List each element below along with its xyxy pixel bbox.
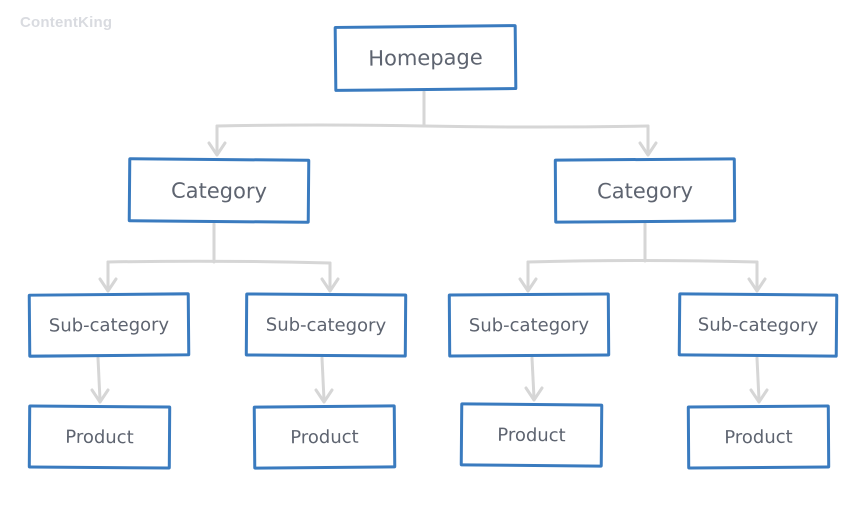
node-homepage-label: Homepage (368, 45, 483, 71)
connector-cat1-bar (106, 259, 332, 265)
node-product-1: Product (27, 404, 172, 470)
node-homepage: Homepage (333, 24, 518, 92)
node-subcategory-1: Sub-category (27, 292, 191, 358)
arrowhead-sub-4 (747, 277, 767, 293)
brand-watermark: ContentKing (20, 14, 113, 31)
node-subcategory-3-label: Sub-category (468, 314, 590, 336)
arrowhead-sub-2 (320, 277, 340, 293)
connector-cat2-bar (526, 259, 759, 264)
arrowhead-product-3 (524, 386, 544, 402)
connector-to-product-1 (96, 356, 102, 402)
node-subcategory-3: Sub-category (447, 292, 611, 358)
connector-to-product-4 (755, 356, 761, 402)
node-subcategory-1-label: Sub-category (48, 313, 170, 337)
arrowhead-category-1 (207, 141, 227, 157)
node-subcategory-2: Sub-category (244, 292, 408, 358)
arrowhead-sub-3 (518, 277, 538, 293)
arrowhead-category-2 (638, 141, 658, 157)
node-product-2: Product (252, 404, 397, 470)
node-product-4: Product (686, 404, 831, 470)
node-subcategory-2-label: Sub-category (265, 314, 387, 336)
arrowhead-product-1 (90, 388, 110, 404)
connector-home-bar (215, 123, 650, 129)
node-product-4-label: Product (724, 426, 793, 448)
node-category-1: Category (127, 157, 311, 224)
node-subcategory-4-label: Sub-category (697, 313, 819, 337)
node-category-1-label: Category (170, 178, 268, 203)
node-product-3-label: Product (497, 424, 566, 446)
connector-to-product-3 (530, 356, 536, 400)
node-product-1-label: Product (65, 426, 134, 448)
arrowhead-sub-1 (98, 277, 118, 293)
node-product-3: Product (459, 402, 604, 468)
node-category-2-label: Category (596, 178, 694, 203)
node-category-2: Category (553, 157, 737, 224)
node-subcategory-4: Sub-category (677, 292, 839, 358)
arrowhead-product-4 (749, 388, 769, 404)
connector-to-product-2 (320, 356, 326, 402)
arrowhead-product-2 (314, 388, 334, 404)
node-product-2-label: Product (290, 426, 359, 448)
